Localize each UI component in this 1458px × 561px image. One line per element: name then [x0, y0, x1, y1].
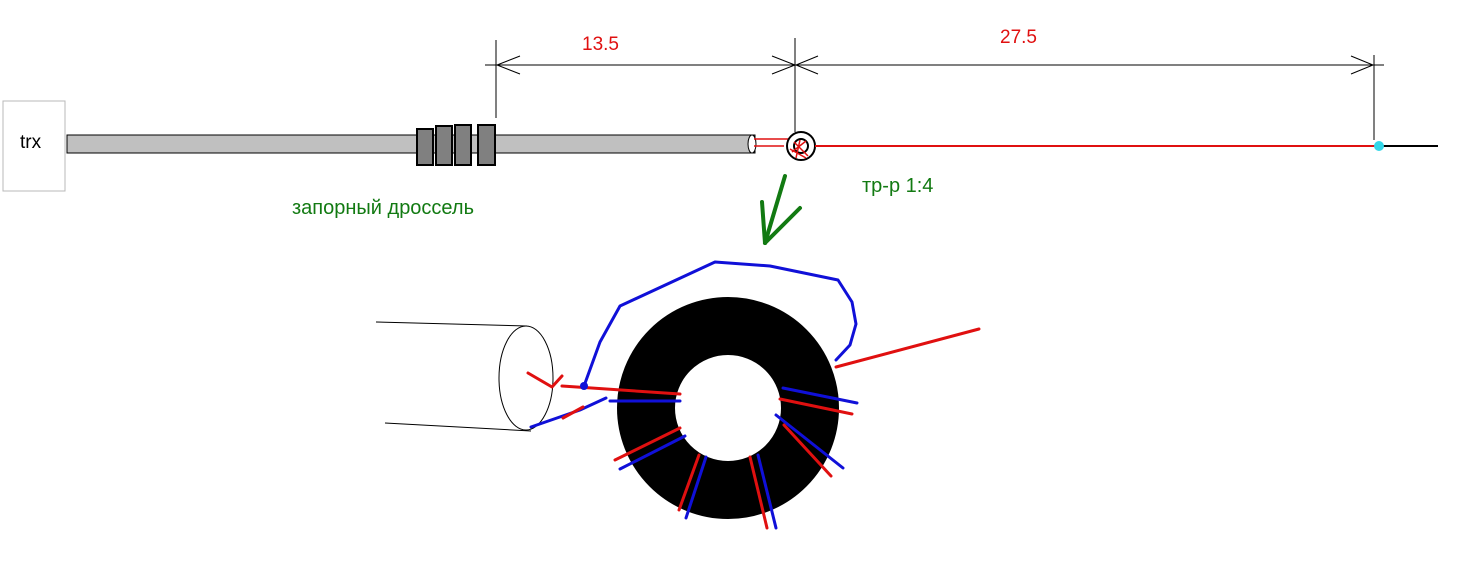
dim-label-left: 13.5: [582, 34, 619, 55]
small-transformer-symbol: [786, 131, 816, 161]
wire-end-node: [1374, 141, 1384, 151]
dim-label-right: 27.5: [1000, 27, 1037, 48]
antenna-wire: [815, 141, 1438, 151]
blue-winding: [529, 260, 859, 530]
choke-beads: [416, 124, 496, 166]
zoom-arrow: [760, 174, 802, 245]
junction-dot: [580, 382, 588, 390]
trx-label: trx: [20, 132, 42, 153]
ferrite-toroid: [617, 297, 839, 519]
coax-cylinder: [375, 321, 554, 432]
cable-end-leads: [754, 138, 790, 147]
trx-box: trx: [2, 100, 66, 192]
transformer-label: тр-р 1:4: [862, 175, 933, 197]
coax-cable: [66, 134, 757, 154]
choke-label: запорный дроссель: [292, 197, 474, 219]
dimension-lines: [485, 38, 1384, 140]
